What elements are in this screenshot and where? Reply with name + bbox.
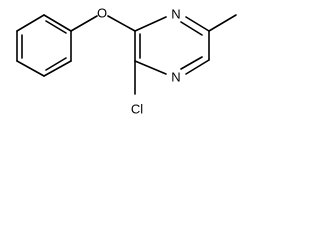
bond <box>185 59 210 75</box>
double-bond-inner <box>180 56 203 70</box>
nitrogen-atom-label-top: N <box>171 7 180 22</box>
bond <box>208 14 237 32</box>
pyrimidine-ring <box>134 16 210 75</box>
bond <box>16 14 45 32</box>
bond <box>134 16 167 32</box>
oxygen-atom-label: O <box>97 6 107 21</box>
chemical-structure: O N N Cl <box>16 6 237 117</box>
double-bond-inner <box>180 21 203 36</box>
bond <box>43 60 72 77</box>
bond <box>43 14 72 32</box>
nitrogen-atom-label-bottom: N <box>171 70 180 85</box>
chlorine-atom-label: Cl <box>131 102 143 117</box>
bond <box>134 60 167 75</box>
double-bond-inner <box>45 57 67 71</box>
phenyl-ring <box>16 14 72 77</box>
bond <box>107 15 136 32</box>
ether-linkage <box>70 15 136 32</box>
bond <box>185 16 210 32</box>
bond <box>70 15 98 32</box>
double-bond-inner <box>45 20 67 34</box>
bond <box>16 60 45 77</box>
methyl-group <box>208 14 237 32</box>
